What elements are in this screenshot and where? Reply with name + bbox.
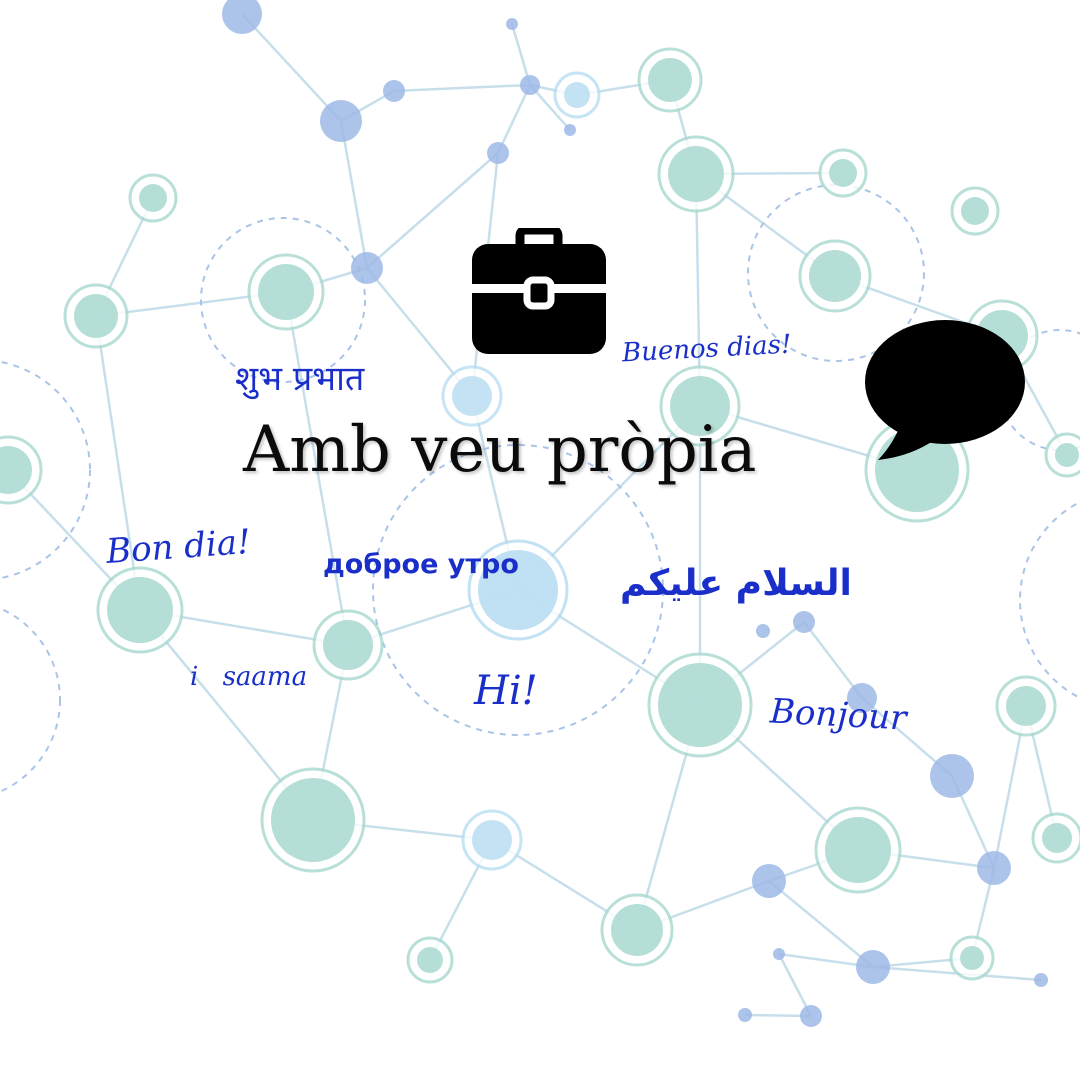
network-node — [1042, 823, 1072, 853]
network-node — [670, 376, 730, 436]
network-node — [564, 82, 590, 108]
network-node — [977, 851, 1011, 885]
network-node — [452, 376, 492, 416]
network-link — [803, 621, 863, 699]
network-node — [809, 250, 861, 302]
network-dashed-ring — [0, 360, 91, 580]
network-node — [960, 946, 984, 970]
network-link — [744, 1013, 812, 1018]
network-node — [271, 778, 355, 862]
network-node — [478, 550, 558, 630]
network-node — [847, 683, 877, 713]
network-link — [339, 120, 369, 269]
network-node — [756, 624, 770, 638]
network-link — [529, 84, 571, 131]
page-title: Amb veu pròpia — [243, 413, 757, 487]
network-node — [825, 817, 891, 883]
network-node — [773, 948, 785, 960]
network-dashed-ring — [372, 444, 664, 736]
greeting-english: Hi! — [474, 668, 538, 714]
network-node — [1055, 443, 1079, 467]
network-node — [1034, 973, 1048, 987]
network-node — [856, 950, 890, 984]
network-node — [1006, 686, 1046, 726]
network-link — [94, 315, 142, 611]
network-node — [611, 904, 663, 956]
network-node — [564, 124, 576, 136]
briefcase-icon — [472, 228, 606, 354]
network-node — [0, 446, 32, 494]
network-node — [961, 197, 989, 225]
network-node — [930, 754, 974, 798]
network-link — [366, 152, 499, 269]
network-node — [258, 264, 314, 320]
greeting-isaama: i saama — [190, 662, 308, 692]
network-link — [510, 23, 532, 86]
network-dashed-rings — [0, 184, 1080, 793]
greeting-hindi: शुभ प्रभात — [235, 359, 365, 399]
network-node — [351, 252, 383, 284]
network-dashed-ring — [0, 607, 61, 793]
network-link — [241, 13, 342, 122]
network-node — [487, 142, 509, 164]
network-node — [520, 75, 540, 95]
network-link — [768, 880, 874, 968]
network-node — [658, 663, 742, 747]
network-node — [74, 294, 118, 338]
greeting-arabic: السلام عليكم — [620, 563, 852, 604]
network-dashed-ring — [200, 217, 366, 383]
network-nodes — [0, 0, 1080, 1027]
network-node — [323, 620, 373, 670]
network-node — [793, 611, 815, 633]
network-node — [107, 577, 173, 643]
network-node — [738, 1008, 752, 1022]
network-node — [383, 80, 405, 102]
network-node — [506, 18, 518, 30]
greeting-french: Bonjour — [769, 691, 908, 739]
network-link — [284, 291, 350, 646]
network-node — [139, 184, 167, 212]
network-node — [800, 1005, 822, 1027]
network-link — [496, 84, 532, 154]
greeting-russian: доброе утро — [323, 549, 519, 580]
network-dashed-ring — [747, 184, 925, 362]
speech-bubble-icon — [865, 320, 1025, 460]
network-node — [829, 159, 857, 187]
network-node — [668, 146, 724, 202]
network-node — [472, 820, 512, 860]
network-link — [393, 83, 531, 93]
network-node — [320, 100, 362, 142]
greeting-catalan: Bon dia! — [104, 522, 252, 572]
network-node — [752, 864, 786, 898]
network-node — [417, 947, 443, 973]
network-link — [777, 953, 813, 1017]
network-node — [648, 58, 692, 102]
network-node — [222, 0, 262, 34]
